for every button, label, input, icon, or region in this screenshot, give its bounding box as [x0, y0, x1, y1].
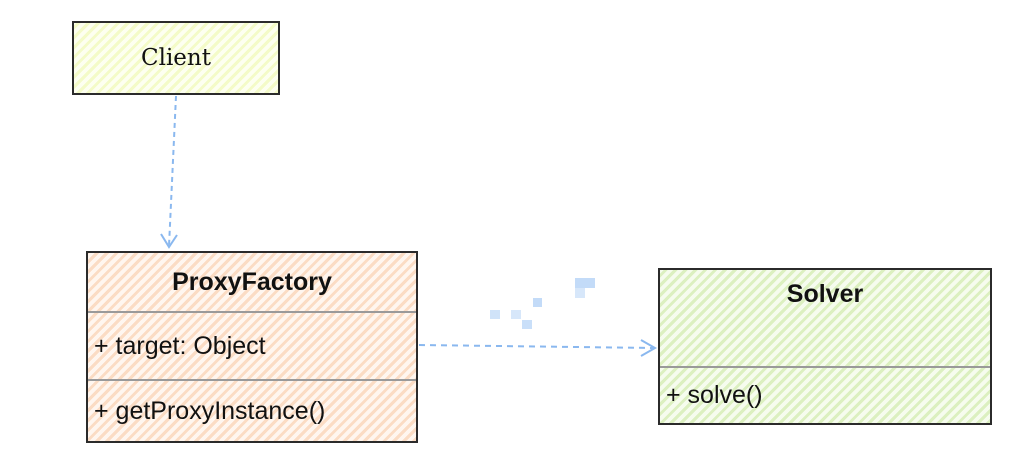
solver-class-box[interactable]: Solver + solve() — [658, 268, 992, 425]
proxyfactory-attribute-target: + target: Object — [88, 311, 416, 379]
artifact-pixel — [533, 298, 542, 307]
artifact-pixel — [490, 310, 500, 319]
proxyfactory-method-getproxyinstance: + getProxyInstance() — [88, 379, 416, 441]
open-arrowhead-icon — [160, 233, 178, 249]
solver-method-solve: + solve() — [660, 366, 990, 423]
proxyfactory-class-name: ProxyFactory — [172, 267, 332, 296]
dependency-line — [418, 344, 655, 349]
client-class-box[interactable]: Client — [72, 21, 280, 95]
client-class-name: Client — [141, 45, 211, 71]
artifact-pixel — [522, 320, 532, 329]
dependency-line — [168, 95, 177, 247]
open-arrowhead-icon — [640, 339, 658, 357]
proxyfactory-to-solver-dependency — [418, 339, 658, 357]
solver-class-name: Solver — [786, 280, 864, 308]
artifact-pixel — [575, 288, 585, 298]
proxyfactory-class-box[interactable]: ProxyFactory + target: Object + getProxy… — [86, 251, 418, 443]
artifact-pixel — [575, 278, 595, 288]
client-to-proxyfactory-dependency — [160, 95, 178, 249]
artifact-pixel — [511, 310, 521, 319]
